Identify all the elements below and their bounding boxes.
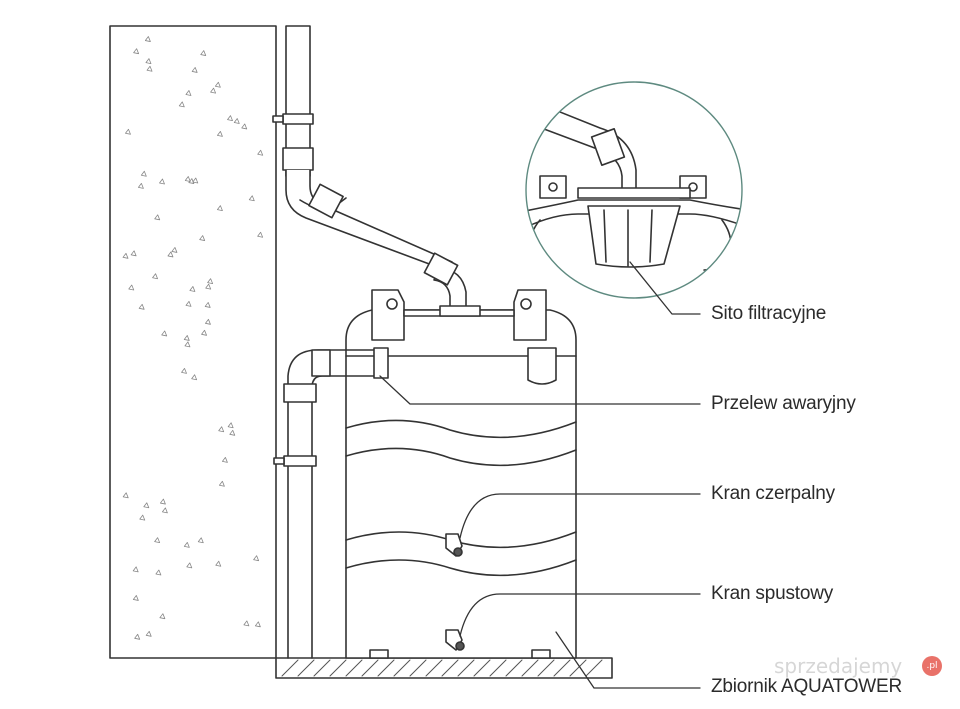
downpipe — [272, 25, 467, 313]
label-drain-tap: Kran spustowy — [711, 583, 834, 604]
label-draw-tap: Kran czerpalny — [711, 483, 835, 504]
wall-speck — [189, 286, 196, 292]
wall-speck — [222, 457, 228, 463]
wall-speck — [191, 67, 198, 73]
wall-speck — [125, 128, 131, 135]
wall-speck — [214, 81, 221, 88]
wall-speck — [217, 205, 223, 212]
ground-slab — [275, 657, 613, 679]
label-tank: Zbiornik AQUATOWER — [711, 676, 903, 697]
wall-speck — [192, 177, 199, 184]
wall-speck — [137, 182, 144, 189]
wall-speck — [146, 65, 153, 72]
sieve-detail-inset — [525, 81, 743, 299]
wall-speck — [184, 176, 191, 182]
draw-tap — [445, 533, 463, 557]
overflow-pipe — [273, 347, 389, 659]
label-sieve: Sito filtracyjne — [711, 303, 827, 324]
tank — [345, 289, 577, 659]
wall-speck — [139, 514, 146, 521]
wall-speck — [241, 123, 248, 130]
wall-speck — [227, 115, 233, 122]
wall-speck — [159, 178, 165, 185]
wall-speck — [257, 231, 264, 238]
wall-speck — [128, 284, 135, 291]
wall-speck — [199, 235, 206, 241]
wall-speck — [218, 480, 225, 487]
wall-speck — [145, 630, 152, 637]
wall-speck — [257, 149, 264, 156]
drain-tap — [445, 629, 465, 651]
wall-speck — [210, 87, 217, 94]
wall-speck — [204, 302, 211, 308]
wall-speck — [227, 422, 234, 429]
watermark-badge: .pl — [922, 656, 942, 676]
wall — [109, 25, 277, 659]
wall-speck — [207, 278, 214, 285]
wall-speck — [133, 48, 140, 55]
wall-speck — [161, 507, 168, 514]
label-overflow: Przelew awaryjny — [711, 393, 856, 414]
wall-speck — [183, 335, 190, 341]
wall-speck — [143, 502, 150, 509]
wall-speck — [215, 560, 222, 567]
wall-speck — [122, 252, 129, 259]
wall-speck — [186, 562, 193, 569]
wall-speck — [167, 251, 174, 258]
wall-speck — [132, 566, 139, 573]
wall-speck — [183, 542, 190, 548]
wall-speck — [159, 498, 166, 505]
wall-speck — [154, 537, 161, 544]
wall-speck — [233, 118, 240, 124]
wall-speck — [248, 195, 255, 202]
wall-speck — [152, 273, 158, 280]
wall-speck — [144, 36, 151, 42]
leader-tank — [555, 631, 701, 689]
wall-speck — [218, 426, 225, 433]
wall-speck — [134, 633, 141, 640]
wall-speck — [155, 569, 162, 576]
wall-speck — [122, 492, 129, 499]
wall-speck — [159, 613, 166, 620]
wall-speck — [185, 90, 192, 96]
wall-speck — [191, 374, 198, 381]
wall-speck — [184, 341, 191, 348]
leader-draw-tap — [459, 493, 701, 539]
leader-drain-tap — [459, 593, 701, 637]
watermark-text: sprzedajemy — [774, 654, 903, 678]
wall-speck — [178, 101, 185, 108]
wall-speck — [200, 50, 207, 56]
wall-speck — [217, 131, 223, 137]
wall-speck — [205, 318, 211, 325]
wall-speck — [243, 620, 250, 627]
leader-sieve — [629, 261, 701, 315]
wall-speck — [188, 178, 195, 184]
wall-speck — [181, 367, 187, 374]
wall-speck — [185, 300, 192, 307]
wall-speck — [171, 247, 178, 253]
wall-speck — [161, 330, 168, 337]
wall-speck — [205, 283, 212, 290]
leader-lines — [379, 261, 701, 689]
wall-speck — [201, 329, 207, 336]
wall-speck — [145, 58, 152, 64]
wall-speck — [229, 429, 236, 436]
wall-speck — [130, 250, 137, 257]
leader-overflow — [379, 375, 701, 405]
wall-speck — [154, 214, 161, 221]
wall-speck — [138, 303, 145, 310]
wall-speck — [140, 170, 147, 177]
wall-speck — [253, 555, 260, 562]
wall-speck — [197, 537, 204, 544]
wall-speck — [254, 621, 261, 628]
wall-speck — [132, 595, 139, 601]
